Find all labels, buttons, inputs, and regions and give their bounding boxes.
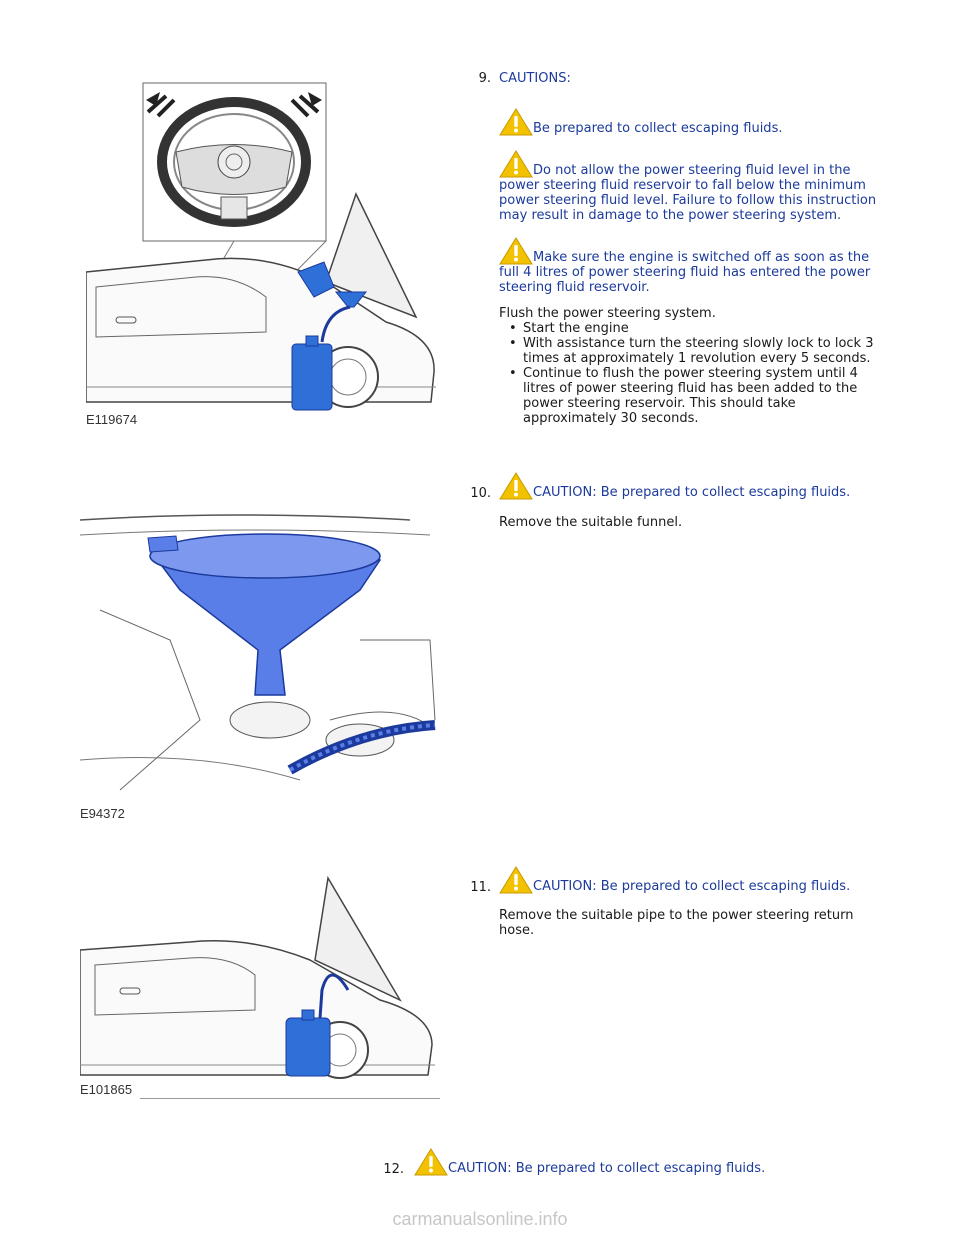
step-number: 9. — [478, 71, 491, 86]
figure-id: E94372 — [80, 806, 125, 821]
bullet-item: With assistance turn the steering slowly… — [499, 336, 889, 366]
figure-funnel: E94372 — [79, 490, 440, 830]
figure-steering-flush: E119674 — [85, 82, 438, 432]
warning-icon — [414, 1148, 448, 1176]
warning-icon — [499, 237, 533, 265]
warning-icon — [499, 108, 533, 136]
footer-watermark: carmanualsonline.info — [392, 1209, 568, 1229]
instruction: Remove the suitable funnel. — [499, 515, 683, 530]
caution: CAUTION: Be prepared to collect escaping… — [414, 1148, 814, 1176]
caution-1: Be prepared to collect escaping fluids. — [499, 108, 884, 136]
figure-return-hose: E101865 — [79, 870, 442, 1100]
instruction: Flush the power steering system. — [499, 306, 716, 321]
step-number: 12. — [383, 1162, 404, 1177]
instruction: Remove the suitable pipe to the power st… — [499, 908, 854, 938]
step-number: 10. — [470, 486, 491, 501]
figure-baseline — [140, 1098, 440, 1099]
bullet-list: Start the engine With assistance turn th… — [499, 321, 889, 426]
warning-icon — [499, 866, 533, 894]
bullet-item: Continue to flush the power steering sys… — [499, 366, 889, 426]
caution-3: Make sure the engine is switched off as … — [499, 237, 884, 295]
caution: CAUTION: Be prepared to collect escaping… — [499, 472, 884, 500]
warning-icon — [499, 472, 533, 500]
step-number: 11. — [470, 880, 491, 895]
figure-id: E101865 — [80, 1082, 133, 1097]
caution-2: Do not allow the power steering fluid le… — [499, 150, 884, 223]
warning-icon — [499, 150, 533, 178]
cautions-heading: CAUTIONS: — [499, 71, 571, 86]
figure-id: E119674 — [86, 412, 138, 427]
bullet-item: Start the engine — [499, 321, 889, 336]
caution: CAUTION: Be prepared to collect escaping… — [499, 866, 884, 894]
